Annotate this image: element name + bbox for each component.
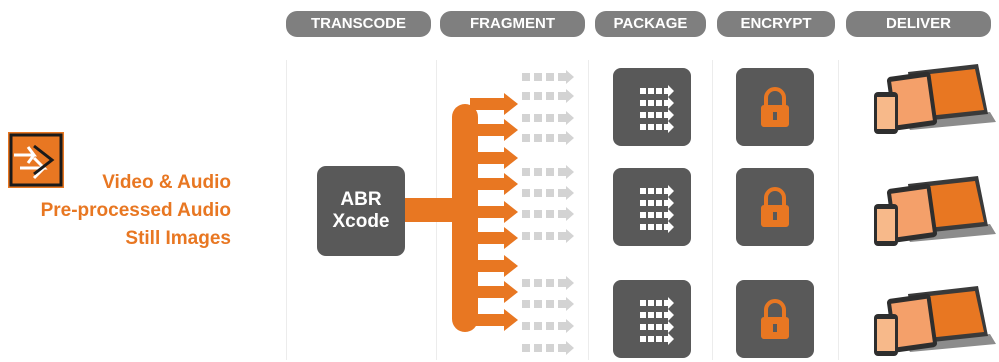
xcode-line-2: Xcode	[332, 211, 390, 232]
fragment-square-row	[522, 89, 574, 103]
branch-trunk	[452, 104, 478, 332]
branch-arrow	[470, 119, 518, 141]
stage-fragment: FRAGMENT	[440, 11, 585, 37]
fragment-square-row	[522, 319, 574, 333]
branch-arrow	[470, 227, 518, 249]
fragment-square-row	[522, 165, 574, 179]
package-tile	[613, 280, 691, 358]
encrypt-tile	[736, 168, 814, 246]
branch-arrow	[470, 147, 518, 169]
column-divider	[712, 60, 713, 360]
branch-arrow	[470, 201, 518, 223]
branch-arrow	[470, 93, 518, 115]
abr-xcode-box: ABR Xcode	[317, 166, 405, 256]
stage-package: PACKAGE	[595, 11, 706, 37]
devices-icon	[874, 176, 996, 246]
fragment-square-row	[522, 111, 574, 125]
column-divider	[838, 60, 839, 360]
xcode-line-1: ABR	[340, 189, 382, 210]
fragment-square-row	[522, 131, 574, 145]
branch-arrow	[470, 281, 518, 303]
transcode-output-bar	[404, 198, 460, 222]
column-divider	[286, 60, 287, 360]
branch-arrow	[470, 255, 518, 277]
package-tile	[613, 168, 691, 246]
stage-encrypt: ENCRYPT	[717, 11, 835, 37]
source-label-still-images: Still Images	[125, 228, 231, 249]
branch-arrows	[470, 93, 518, 331]
branch-arrow	[470, 173, 518, 195]
fragment-squares	[522, 70, 574, 355]
fragment-square-row	[522, 297, 574, 311]
source-label-video-audio: Video & Audio	[102, 172, 231, 193]
column-divider	[436, 60, 437, 360]
devices-icon	[874, 286, 996, 356]
fragment-square-row	[522, 276, 574, 290]
fragment-square-row	[522, 229, 574, 243]
fragment-square-row	[522, 207, 574, 221]
stage-deliver: DELIVER	[846, 11, 991, 37]
fragment-square-row	[522, 70, 574, 84]
encrypt-tile	[736, 68, 814, 146]
source-label-preprocessed-audio: Pre-processed Audio	[40, 200, 231, 221]
stage-transcode: TRANSCODE	[286, 11, 431, 37]
branch-arrow	[470, 309, 518, 331]
fragment-square-row	[522, 341, 574, 355]
fragment-square-row	[522, 186, 574, 200]
column-divider	[588, 60, 589, 360]
package-tile	[613, 68, 691, 146]
devices-icon	[874, 64, 996, 134]
encrypt-tile	[736, 280, 814, 358]
